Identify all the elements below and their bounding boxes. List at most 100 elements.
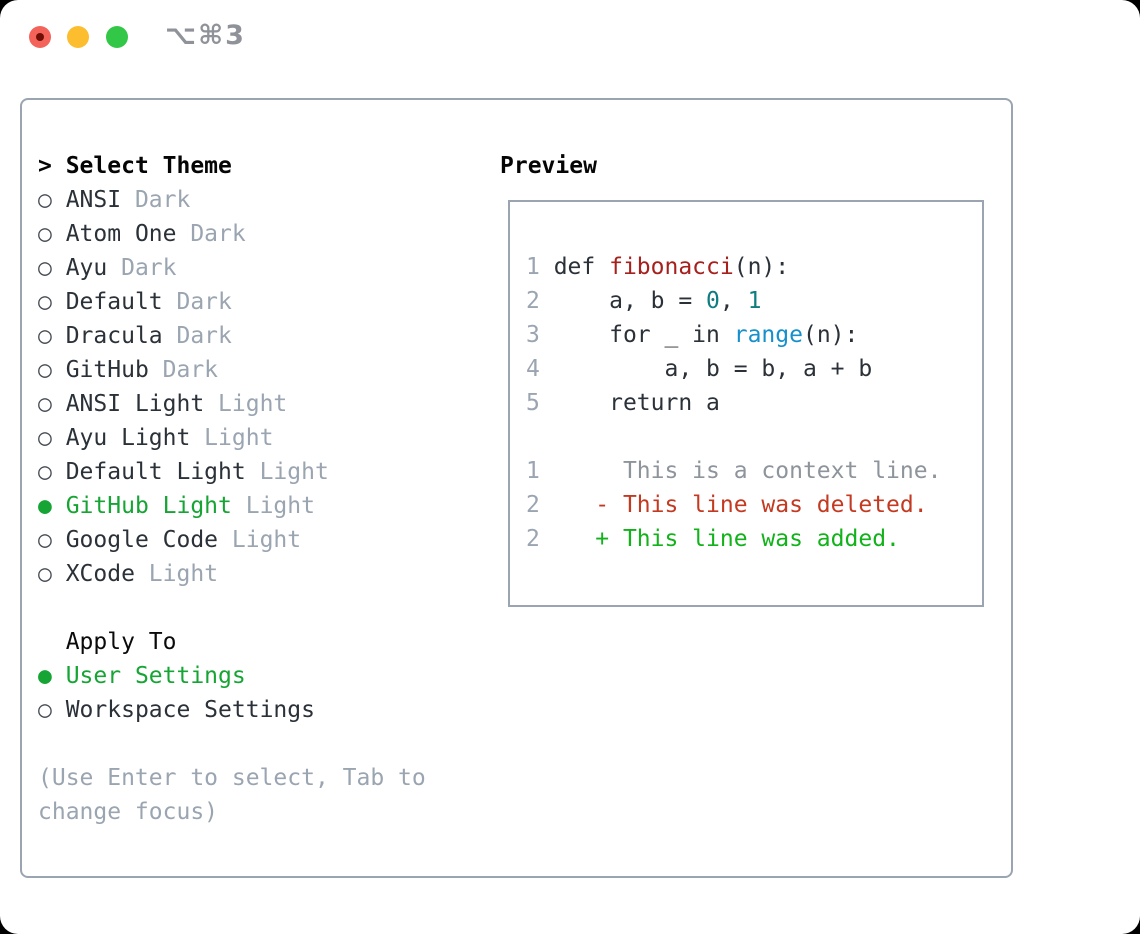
theme-option-xcode[interactable]: ○ XCode Light <box>38 557 426 591</box>
radio-icon: ○ <box>38 391 66 417</box>
code-line-3: 3 for _ in range(n): <box>526 318 982 352</box>
theme-option-default-light[interactable]: ○ Default Light Light <box>38 455 426 489</box>
window-title: ⌥⌘3 <box>165 20 246 51</box>
theme-variant-tag: Light <box>190 425 274 451</box>
theme-name: Default Light <box>65 459 246 485</box>
apply-option-user-settings[interactable]: ● User Settings <box>38 659 426 693</box>
theme-option-atom-one-dark[interactable]: ○ Atom One Dark <box>38 217 426 251</box>
theme-variant-tag: Light <box>245 459 329 485</box>
code-text: return a <box>553 390 720 416</box>
line-number: 2 <box>526 526 554 552</box>
theme-variant-tag: Dark <box>162 289 232 315</box>
theme-name: GitHub <box>65 357 149 383</box>
minimize-button[interactable] <box>67 26 89 48</box>
theme-selector-panel: > Select Theme○ ANSI Dark○ Atom One Dark… <box>20 98 1013 878</box>
line-number: 3 <box>526 322 554 348</box>
theme-variant-tag: Light <box>231 493 315 519</box>
theme-option-default-dark[interactable]: ○ Default Dark <box>38 285 426 319</box>
radio-icon: ○ <box>38 187 66 213</box>
code-text: a, b = b, a + b <box>553 356 873 382</box>
radio-icon: ○ <box>38 527 66 553</box>
theme-variant-tag: Dark <box>107 255 177 281</box>
radio-icon: ○ <box>38 561 66 587</box>
theme-name: Atom One <box>65 221 177 247</box>
theme-variant-tag: Dark <box>148 357 219 383</box>
function-name: fibonacci <box>609 254 734 280</box>
radio-icon: ○ <box>38 459 66 485</box>
radio-icon: ○ <box>38 255 66 281</box>
help-text-line-1: (Use Enter to select, Tab to <box>38 761 426 795</box>
spacer-row <box>38 727 426 761</box>
zoom-button[interactable] <box>106 26 128 48</box>
radio-icon: ○ <box>38 289 66 315</box>
diff-added-line: 2 + This line was added. <box>526 522 982 556</box>
theme-option-ansi-light[interactable]: ○ ANSI Light Light <box>38 387 426 421</box>
theme-list: > Select Theme○ ANSI Dark○ Atom One Dark… <box>38 149 426 829</box>
theme-option-github-light-selected[interactable]: ● GitHub Light Light <box>38 489 426 523</box>
code-text: a, b = <box>553 288 707 314</box>
code-line-1: 1 def fibonacci(n): <box>526 250 982 284</box>
radio-icon: ○ <box>38 221 66 247</box>
line-number: 5 <box>526 390 554 416</box>
theme-option-github-dark[interactable]: ○ GitHub Dark <box>38 353 426 387</box>
radio-icon: ○ <box>38 425 66 451</box>
line-number: 2 <box>526 492 554 518</box>
blank-line <box>526 420 982 454</box>
code-text: def <box>553 254 610 280</box>
theme-option-dracula-dark[interactable]: ○ Dracula Dark <box>38 319 426 353</box>
radio-icon: ○ <box>38 357 66 383</box>
line-number: 1 <box>526 254 554 280</box>
apply-option-workspace-settings[interactable]: ○ Workspace Settings <box>38 693 426 727</box>
selected-radio-icon: ● <box>38 663 66 689</box>
builtin-name: range <box>733 322 803 348</box>
apply-option-label: User Settings <box>65 663 246 689</box>
theme-variant-tag: Dark <box>121 187 191 213</box>
code-text: , <box>719 288 748 314</box>
theme-name: Ayu <box>65 255 108 281</box>
theme-variant-tag: Light <box>204 391 288 417</box>
theme-option-google-code[interactable]: ○ Google Code Light <box>38 523 426 557</box>
theme-option-ayu-dark[interactable]: ○ Ayu Dark <box>38 251 426 285</box>
theme-name: XCode <box>65 561 135 587</box>
preview-title: Preview <box>500 153 597 179</box>
help-text: change focus) <box>38 799 219 825</box>
diff-context-line: 1 This is a context line. <box>526 454 982 488</box>
code-line-5: 5 return a <box>526 386 982 420</box>
theme-variant-tag: Dark <box>176 221 246 247</box>
number-literal: 1 <box>747 288 762 314</box>
apply-to-header: Apply To <box>38 625 426 659</box>
diff-added-text: + This line was added. <box>553 526 900 552</box>
close-dot-icon <box>36 33 44 41</box>
diff-deleted-line: 2 - This line was deleted. <box>526 488 982 522</box>
number-literal: 0 <box>706 288 720 314</box>
code-text: (n): <box>802 322 859 348</box>
radio-icon: ○ <box>38 323 66 349</box>
theme-name: Google Code <box>65 527 219 553</box>
help-text: (Use Enter to select, Tab to <box>38 765 426 791</box>
theme-name: ANSI <box>65 187 122 213</box>
diff-deleted-text: - This line was deleted. <box>553 492 928 518</box>
theme-option-ayu-light[interactable]: ○ Ayu Light Light <box>38 421 426 455</box>
code-text: for _ in <box>553 322 734 348</box>
section-title: Apply To <box>65 629 177 655</box>
theme-name: ANSI Light <box>65 391 205 417</box>
theme-name: Default <box>65 289 163 315</box>
selected-radio-icon: ● <box>38 493 66 519</box>
theme-option-ansi-dark[interactable]: ○ ANSI Dark <box>38 183 426 217</box>
close-button[interactable] <box>29 26 51 48</box>
section-title: Select Theme <box>65 153 232 179</box>
theme-name: Ayu Light <box>65 425 191 451</box>
theme-variant-tag: Light <box>134 561 219 587</box>
code-line-4: 4 a, b = b, a + b <box>526 352 982 386</box>
theme-variant-tag: Dark <box>162 323 232 349</box>
line-number: 4 <box>526 356 554 382</box>
diff-context-text: This is a context line. <box>553 458 942 484</box>
code-line-2: 2 a, b = 0, 1 <box>526 284 982 318</box>
apply-option-label: Workspace Settings <box>65 697 315 723</box>
code-text: (n): <box>733 254 790 280</box>
spacer-row <box>38 591 426 625</box>
radio-icon: ○ <box>38 697 66 723</box>
